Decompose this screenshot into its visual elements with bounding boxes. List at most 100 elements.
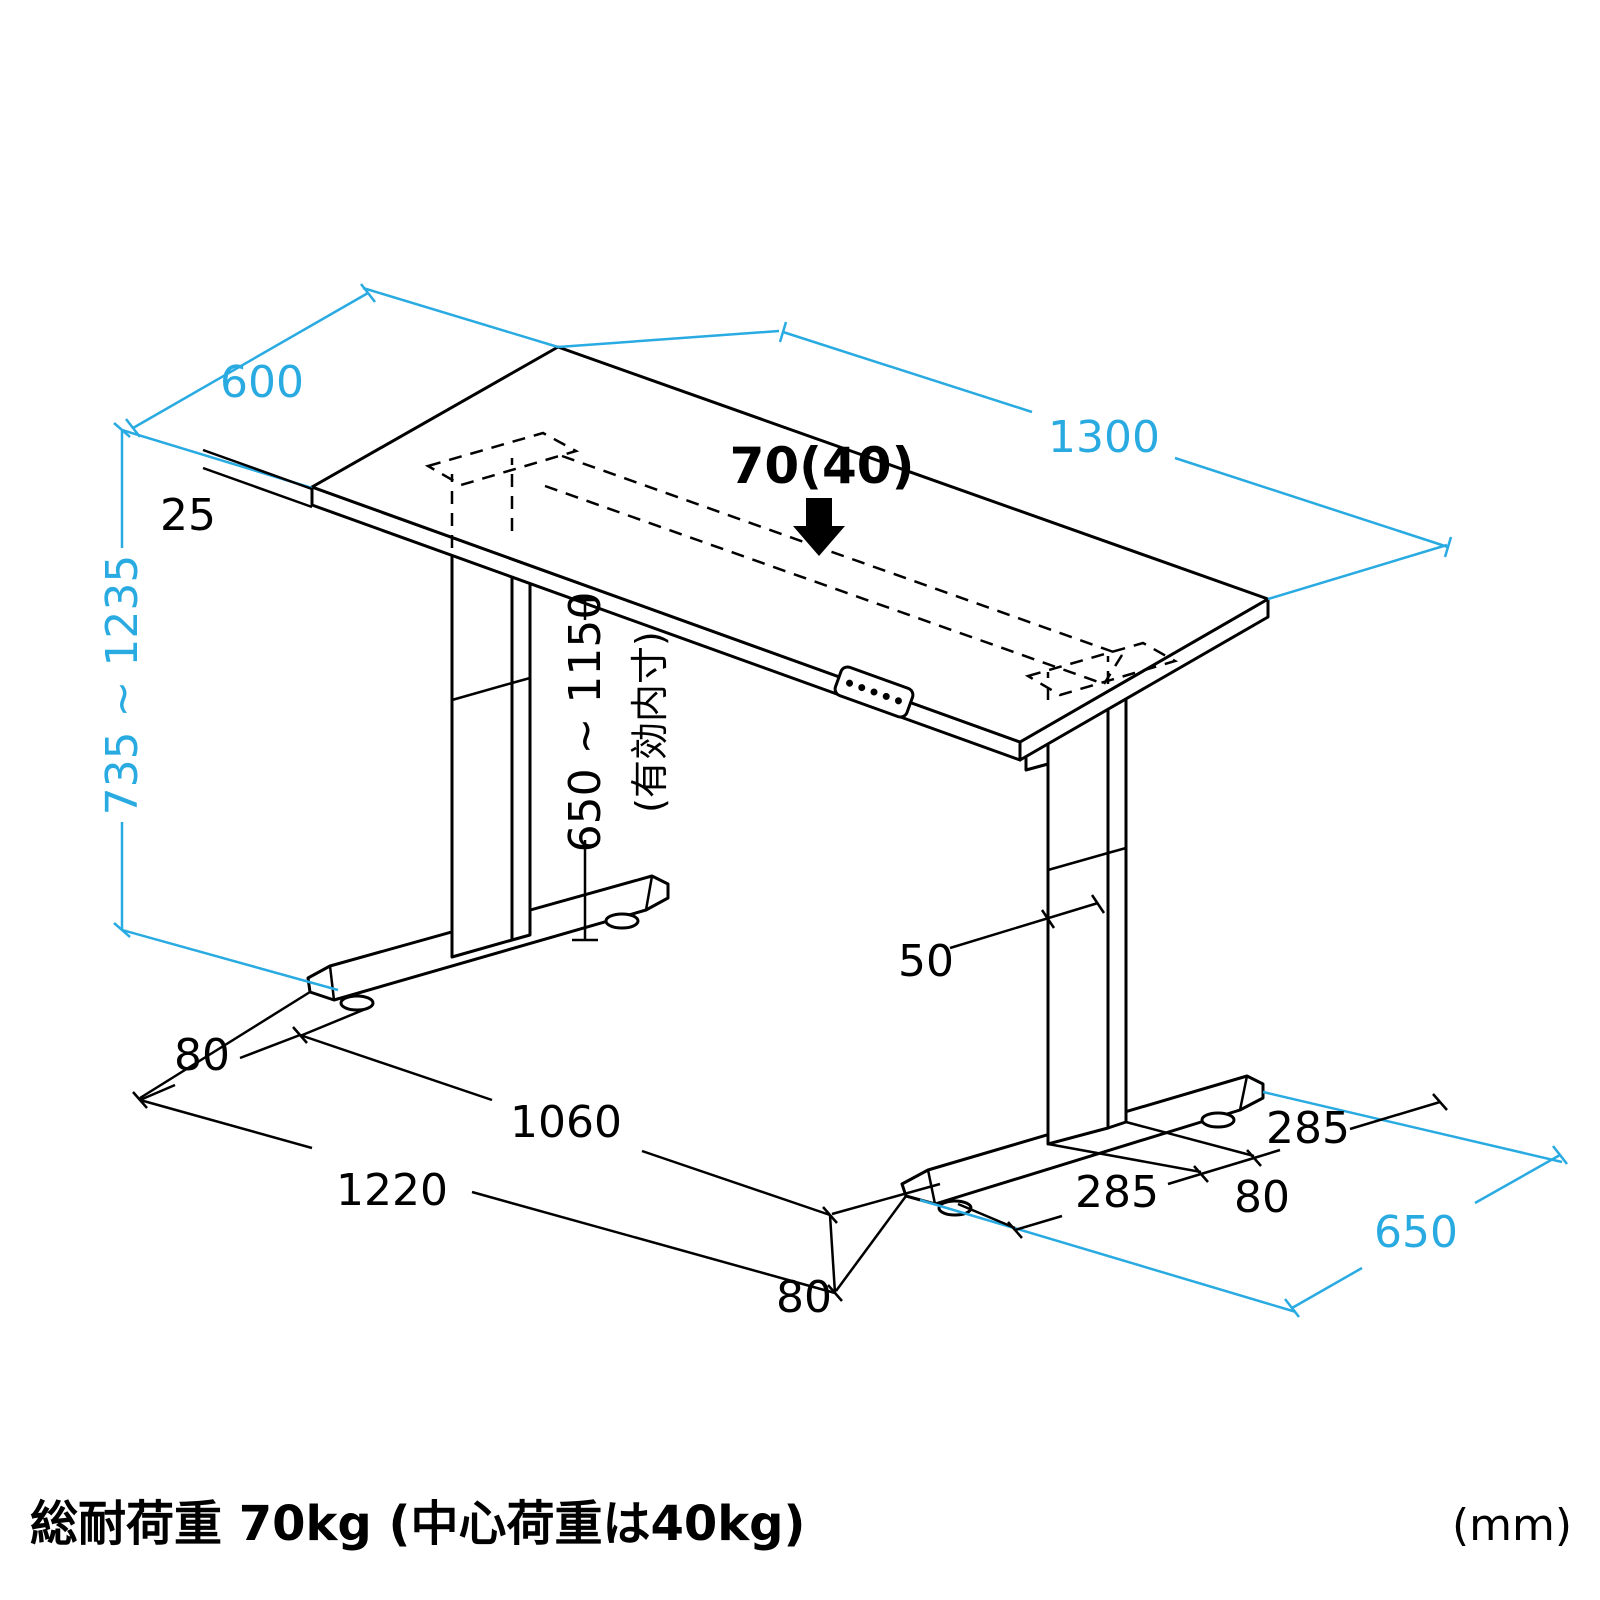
dim-left80-label: 80 bbox=[174, 1030, 230, 1081]
dim-height-label: 735 ~ 1235 bbox=[97, 555, 148, 816]
dim-left-offset-80: 80 bbox=[139, 990, 369, 1102]
crossbeam-hidden-end bbox=[1102, 654, 1124, 685]
dim-depth-tick-a bbox=[125, 418, 141, 438]
dim-1220-tick-a bbox=[132, 1091, 148, 1109]
dim-column-label: 50 bbox=[898, 936, 954, 987]
dim-285a-tick-a bbox=[1007, 1221, 1023, 1239]
dim-left80-extension-a bbox=[139, 990, 311, 1100]
dim-footlen-extension-b bbox=[1262, 1090, 1563, 1164]
unit-note: (mm) bbox=[1452, 1500, 1572, 1551]
right-foot-beam bbox=[900, 1074, 1265, 1206]
dim-285b-line-b bbox=[1349, 1100, 1441, 1131]
dim-footlen-extension-a bbox=[919, 1198, 1297, 1314]
dim-1060-line-b bbox=[641, 1149, 831, 1217]
dim-width-tick-b bbox=[1443, 536, 1453, 558]
dim-bottom80-label: 80 bbox=[776, 1272, 832, 1323]
dim-height-range: 735 ~ 1235 bbox=[97, 422, 339, 992]
right-column-joint bbox=[1047, 851, 1109, 872]
control-pad-button-2 bbox=[858, 684, 866, 692]
total-load-note: 総耐荷重 70kg (中心荷重は40kg) bbox=[30, 1496, 805, 1552]
left-foot-front-pad bbox=[339, 994, 375, 1012]
dim-1220-label: 1220 bbox=[336, 1165, 448, 1216]
right-leg bbox=[900, 677, 1265, 1217]
dim-footlen-line-b bbox=[1474, 1153, 1561, 1205]
left-leg bbox=[306, 524, 670, 1012]
dim-right-foot-sections: 285 80 285 bbox=[957, 1093, 1448, 1239]
dim-thickness-extension-b bbox=[202, 466, 313, 509]
dim-width-line-a bbox=[782, 330, 1033, 414]
dim-80mid-label: 80 bbox=[1234, 1172, 1290, 1223]
dim-left80-extension-b bbox=[299, 1006, 369, 1038]
right-column-front-face bbox=[1046, 682, 1110, 1146]
right-foot-rear-pad bbox=[1200, 1111, 1236, 1129]
dim-inner-height-note: (有効内寸) bbox=[628, 631, 672, 813]
right-mount-plate-hidden bbox=[1024, 641, 1179, 697]
dim-height-tick-a bbox=[113, 422, 131, 438]
dim-inner-height-label: 650 ~ 1150 bbox=[560, 592, 611, 853]
left-column-side-face bbox=[510, 524, 532, 942]
dim-285a-line-b bbox=[1167, 1172, 1202, 1186]
dim-column-50: 50 bbox=[898, 894, 1106, 987]
dim-footlen-line-a bbox=[1291, 1266, 1363, 1310]
dim-1060-label: 1060 bbox=[510, 1097, 622, 1148]
control-pad-button-5 bbox=[894, 697, 902, 705]
dim-width-tick-a bbox=[778, 321, 788, 343]
dim-depth-extension-b bbox=[362, 286, 559, 349]
dim-285a-extension bbox=[957, 1202, 1016, 1230]
left-column-joint-side bbox=[511, 676, 531, 685]
control-pad-button-1 bbox=[846, 679, 854, 687]
dim-footlen-label: 650 bbox=[1374, 1207, 1458, 1258]
dim-285a-line-a bbox=[1014, 1214, 1063, 1232]
dim-left80-line-a bbox=[139, 1083, 176, 1102]
dim-bottom80-connector bbox=[828, 1214, 837, 1294]
left-foot-rear-cap bbox=[644, 875, 654, 911]
dim-285a-label: 285 bbox=[1075, 1167, 1159, 1218]
left-column-joint bbox=[451, 681, 513, 702]
dim-depth-tick-b bbox=[360, 283, 376, 303]
dim-depth-line bbox=[132, 291, 369, 430]
right-column-joint-side bbox=[1107, 846, 1127, 855]
crossbeam-hidden-top bbox=[561, 454, 1123, 657]
dim-thickness-extension-a bbox=[202, 448, 313, 491]
dim-width-line-b bbox=[1174, 456, 1449, 549]
left-mount-plate-hidden bbox=[424, 431, 580, 487]
dim-left80-line-b bbox=[239, 1033, 301, 1060]
left-foot-rear-pad bbox=[604, 912, 640, 930]
control-pad bbox=[833, 665, 915, 719]
dim-1060-line-a bbox=[299, 1033, 493, 1102]
dim-bottom80-extension-a bbox=[834, 1195, 908, 1292]
control-pad-button-4 bbox=[882, 692, 890, 700]
dim-width-extension-b bbox=[1267, 543, 1448, 601]
dim-footlen-tick-a bbox=[1284, 1298, 1300, 1318]
right-foot-front-pad bbox=[937, 1199, 973, 1217]
dim-outer-span-1220: 1220 bbox=[132, 1091, 843, 1302]
dim-bottom-offset-80: 80 bbox=[776, 1182, 941, 1323]
dim-column-tick-a bbox=[1040, 909, 1056, 929]
dim-285b-extension bbox=[1125, 1120, 1255, 1158]
dim-thickness-25: 25 bbox=[160, 448, 313, 541]
right-column-side-face bbox=[1106, 677, 1128, 1130]
control-pad-button-3 bbox=[870, 688, 878, 696]
dim-column-tick-b bbox=[1090, 894, 1106, 914]
dim-bottom80-extension-b bbox=[831, 1182, 941, 1216]
dim-width-1300: 1300 bbox=[557, 321, 1453, 601]
dim-width-label: 1300 bbox=[1048, 412, 1160, 463]
dim-285b-label: 285 bbox=[1266, 1103, 1350, 1154]
dim-1220-line-a bbox=[139, 1098, 313, 1150]
load-down-arrow-icon bbox=[793, 498, 845, 556]
right-foot-rear-cap bbox=[1238, 1075, 1249, 1111]
dim-footlen-tick-b bbox=[1552, 1145, 1568, 1165]
dim-285b-line-a bbox=[1253, 1148, 1281, 1160]
crossbeam-hidden-bottom bbox=[544, 484, 1105, 686]
dim-foot-length-650: 650 bbox=[919, 1090, 1568, 1318]
left-column-front-face bbox=[450, 529, 514, 959]
load-annotation: 70(40) bbox=[730, 437, 914, 556]
dim-depth-label: 600 bbox=[220, 357, 304, 408]
dim-thickness-label: 25 bbox=[160, 490, 216, 541]
dim-inner-span-1060: 1060 bbox=[292, 1026, 838, 1224]
dim-1060-tick-a bbox=[292, 1026, 308, 1044]
dim-80mid-line bbox=[1200, 1156, 1255, 1176]
dim-width-extension-a bbox=[557, 329, 780, 349]
